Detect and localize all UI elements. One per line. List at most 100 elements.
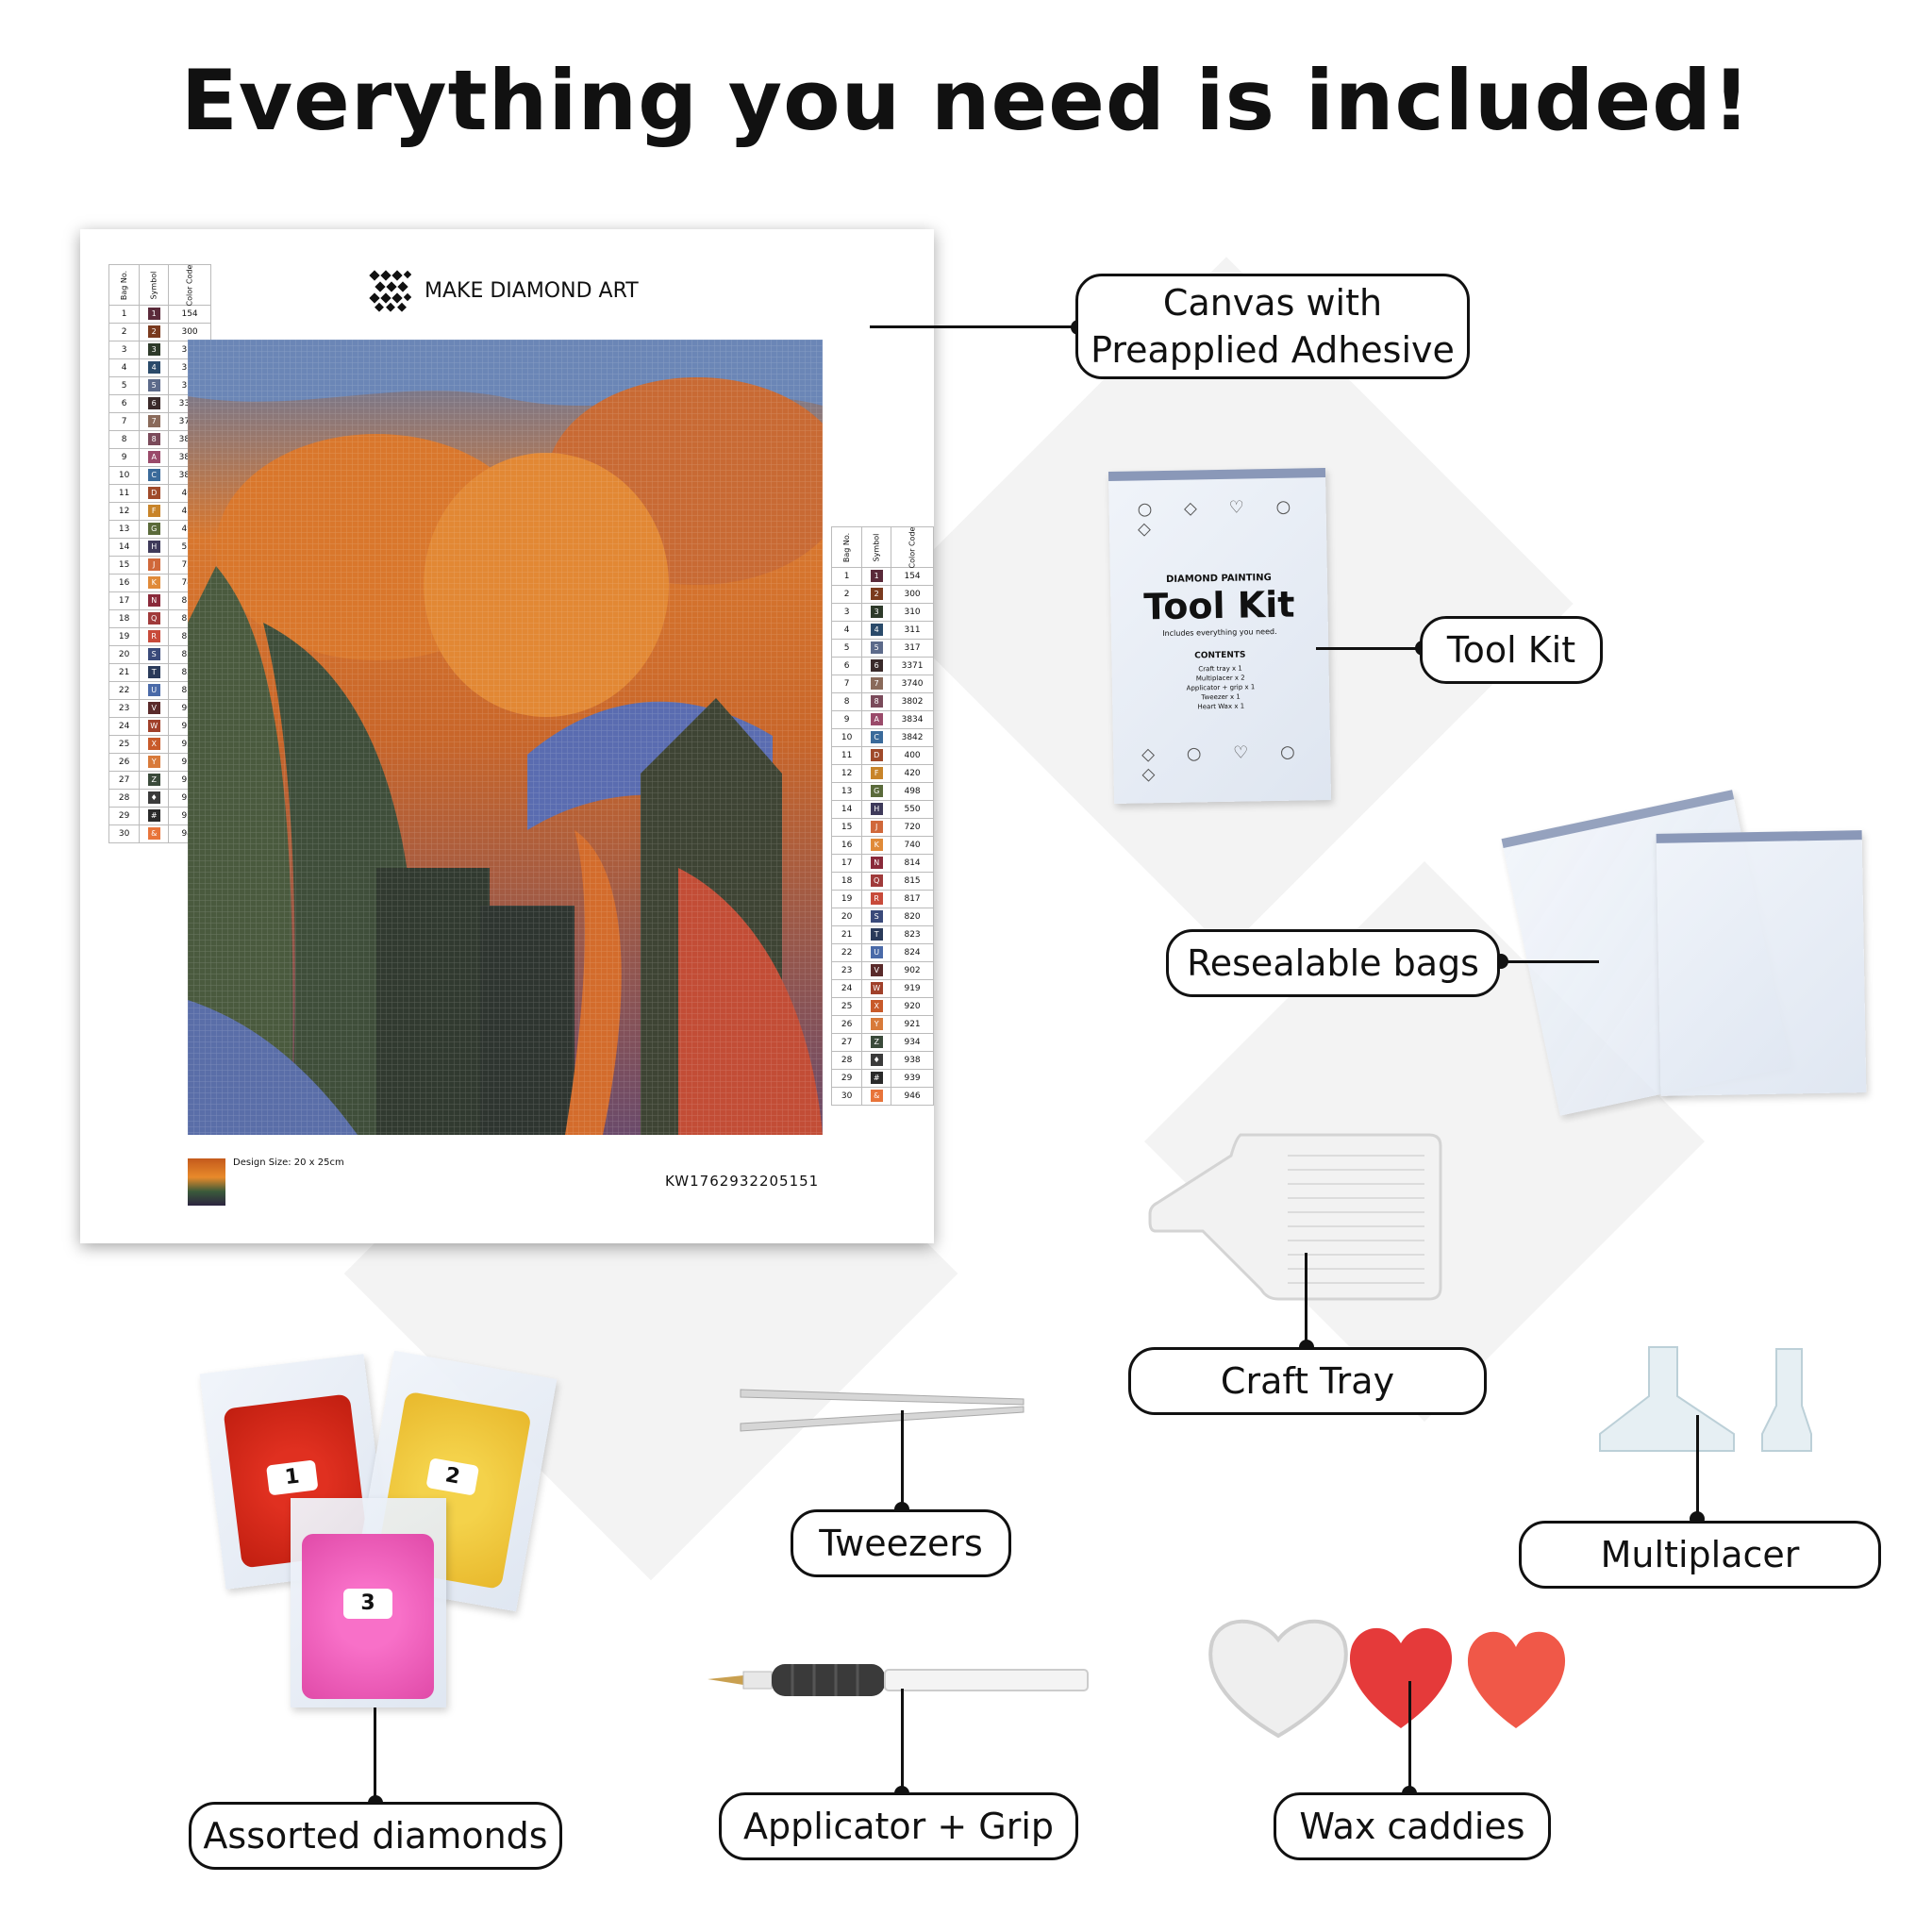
legend-bag-no: 28 — [108, 789, 141, 808]
legend-bag-no: 24 — [830, 979, 863, 998]
legend-color-code: 154 — [168, 305, 212, 324]
legend-bag-no: 6 — [108, 394, 141, 413]
legend-color-code: 498 — [891, 782, 935, 801]
legend-bag-no: 3 — [830, 603, 863, 622]
bags-callout-line — [1500, 960, 1599, 963]
legend-symbol: 3 — [861, 603, 892, 622]
legend-bag-no: 15 — [108, 556, 141, 575]
label-multiplacer: Multiplacer — [1519, 1521, 1881, 1589]
legend-header: Symbol — [139, 264, 170, 306]
multiplacer-image — [1599, 1346, 1812, 1452]
legend-symbol: Q — [139, 609, 170, 628]
legend-symbol: X — [139, 735, 170, 754]
label-tweezers: Tweezers — [791, 1509, 1011, 1577]
legend-row: 29#939 — [830, 1069, 935, 1088]
legend-bag-no: 21 — [108, 663, 141, 682]
legend-bag-no: 12 — [108, 502, 141, 521]
legend-color-code: 919 — [891, 979, 935, 998]
legend-color-code: 154 — [891, 567, 935, 586]
legend-bag-no: 29 — [830, 1069, 863, 1088]
legend-symbol: V — [861, 961, 892, 980]
legend-symbol: # — [861, 1069, 892, 1088]
legend-bag-no: 20 — [108, 645, 141, 664]
legend-bag-no: 28 — [830, 1051, 863, 1070]
legend-color-code: 3834 — [891, 710, 935, 729]
legend-symbol: U — [861, 943, 892, 962]
legend-color-code: 740 — [891, 836, 935, 855]
legend-symbol: & — [861, 1087, 892, 1106]
label-diamonds: Assorted diamonds — [189, 1802, 562, 1870]
legend-bag-no: 30 — [830, 1087, 863, 1106]
legend-bag-no: 8 — [108, 430, 141, 449]
legend-bag-no: 7 — [830, 675, 863, 693]
legend-row: 28♦938 — [830, 1051, 935, 1070]
legend-bag-no: 14 — [108, 538, 141, 557]
legend-bag-no: 25 — [108, 735, 141, 754]
legend-bag-no: 5 — [108, 376, 141, 395]
legend-bag-no: 9 — [108, 448, 141, 467]
tray-callout-line — [1305, 1253, 1307, 1347]
legend-symbol: S — [861, 908, 892, 926]
legend-symbol: Y — [139, 753, 170, 772]
legend-color-code: 920 — [891, 997, 935, 1016]
legend-color-code: 814 — [891, 854, 935, 873]
legend-bag-no: 4 — [108, 358, 141, 377]
legend-symbol: V — [139, 699, 170, 718]
legend-color-code: 400 — [891, 746, 935, 765]
legend-symbol: F — [861, 764, 892, 783]
legend-symbol: Z — [139, 771, 170, 790]
legend-bag-no: 21 — [830, 925, 863, 944]
legend-symbol: W — [861, 979, 892, 998]
legend-symbol: ♦ — [139, 789, 170, 808]
legend-symbol: Q — [861, 872, 892, 891]
legend-symbol: 7 — [139, 412, 170, 431]
legend-symbol: R — [139, 627, 170, 646]
legend-symbol: ♦ — [861, 1051, 892, 1070]
legend-bag-no: 3 — [108, 341, 141, 359]
legend-color-code: 3740 — [891, 675, 935, 693]
legend-symbol: 6 — [861, 657, 892, 675]
legend-color-code: 921 — [891, 1015, 935, 1034]
craft-tray-image — [1148, 1133, 1442, 1301]
legend-bag-no: 17 — [830, 854, 863, 873]
legend-symbol: C — [861, 728, 892, 747]
bag-number: 3 — [343, 1589, 392, 1619]
legend-color-code: 823 — [891, 925, 935, 944]
legend-color-code: 3802 — [891, 692, 935, 711]
canvas-callout-line — [870, 325, 1077, 328]
legend-symbol: 5 — [139, 376, 170, 395]
mosaic-artwork — [188, 340, 823, 1135]
legend-color-code: 902 — [891, 961, 935, 980]
legend-symbol: D — [139, 484, 170, 503]
legend-bag-no: 1 — [108, 305, 141, 324]
legend-symbol: 8 — [861, 692, 892, 711]
legend-bag-no: 5 — [830, 639, 863, 658]
legend-symbol: H — [861, 800, 892, 819]
legend-symbol: F — [139, 502, 170, 521]
legend-color-code: 300 — [168, 323, 212, 341]
legend-symbol: 1 — [139, 305, 170, 324]
legend-color-code: 815 — [891, 872, 935, 891]
legend-symbol: X — [861, 997, 892, 1016]
legend-bag-no: 1 — [830, 567, 863, 586]
design-size: Design Size: 20 x 25cm — [233, 1158, 344, 1168]
legend-symbol: 4 — [861, 621, 892, 640]
legend-color-code: 946 — [891, 1087, 935, 1106]
toolkit-contents-label: CONTENTS — [1194, 650, 1246, 661]
